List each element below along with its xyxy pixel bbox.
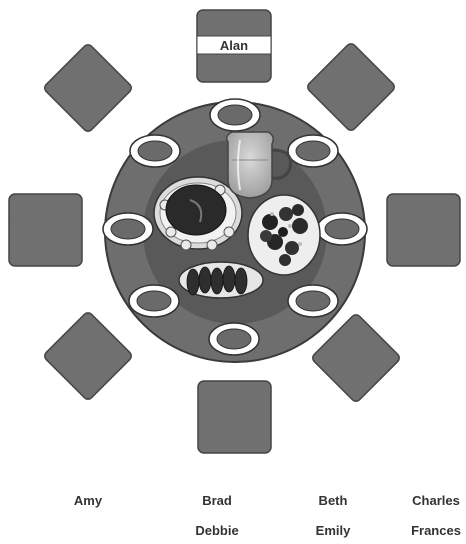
plate-top-left (130, 135, 180, 167)
seat-right[interactable] (387, 194, 460, 266)
seat-top-name: Alan (220, 38, 248, 53)
name-card-beth[interactable]: Beth (319, 493, 348, 508)
plate-top-right (288, 135, 338, 167)
corn-plate-icon (179, 262, 263, 298)
plate-left (103, 213, 153, 245)
name-card-brad[interactable]: Brad (202, 493, 232, 508)
name-card-emily[interactable]: Emily (316, 523, 351, 538)
name-card-amy[interactable]: Amy (74, 493, 102, 508)
name-card-debbie[interactable]: Debbie (195, 523, 238, 538)
plate-bottom (209, 323, 259, 355)
plate-bottom-right (288, 285, 338, 317)
plate-bottom-left (129, 285, 179, 317)
seat-left[interactable] (9, 194, 82, 266)
seat-bottom[interactable] (198, 381, 271, 453)
roast-platter-icon (154, 177, 242, 250)
seat-bottom-left[interactable] (43, 311, 134, 402)
name-card-frances[interactable]: Frances (411, 523, 461, 538)
plate-top (210, 99, 260, 131)
fruit-plate-icon (248, 195, 320, 275)
seat-top-left[interactable] (43, 43, 134, 134)
seat-top-right[interactable] (306, 42, 397, 133)
seat-top[interactable]: Alan (197, 10, 271, 82)
name-card-charles[interactable]: Charles (412, 493, 460, 508)
plate-right (317, 213, 367, 245)
